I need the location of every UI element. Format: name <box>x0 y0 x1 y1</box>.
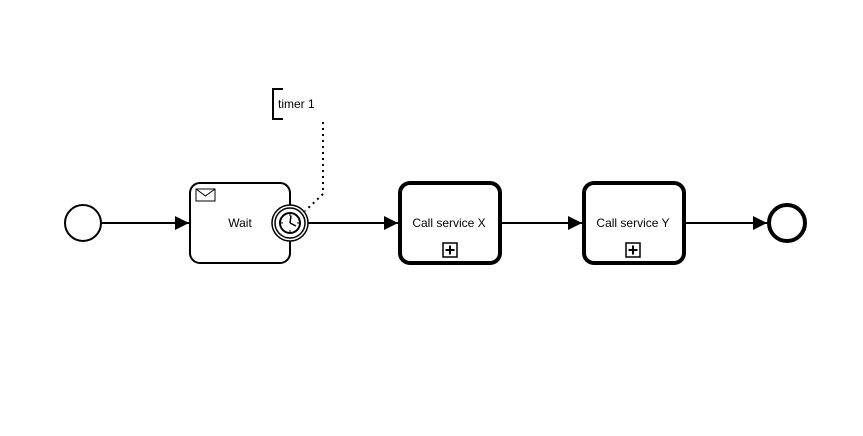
task-label: Wait <box>228 216 252 230</box>
task-wait[interactable]: Wait <box>189 182 291 264</box>
text-annotation[interactable]: timer 1 <box>272 88 315 120</box>
boundary-timer-event[interactable] <box>271 204 309 242</box>
subprocess-label: Call service Y <box>596 216 669 230</box>
plus-marker-icon[interactable] <box>625 242 641 258</box>
clock-icon <box>279 212 301 234</box>
envelope-icon <box>195 188 216 202</box>
subprocess-call-service-y[interactable]: Call service Y <box>582 181 686 265</box>
plus-marker-icon[interactable] <box>442 242 458 258</box>
annotation-text: timer 1 <box>278 97 315 111</box>
end-event[interactable] <box>767 203 807 243</box>
annotation-association[interactable] <box>304 122 324 212</box>
start-event[interactable] <box>64 204 102 242</box>
subprocess-label: Call service X <box>412 216 485 230</box>
annotation-bracket <box>272 88 283 120</box>
subprocess-call-service-x[interactable]: Call service X <box>398 181 502 265</box>
